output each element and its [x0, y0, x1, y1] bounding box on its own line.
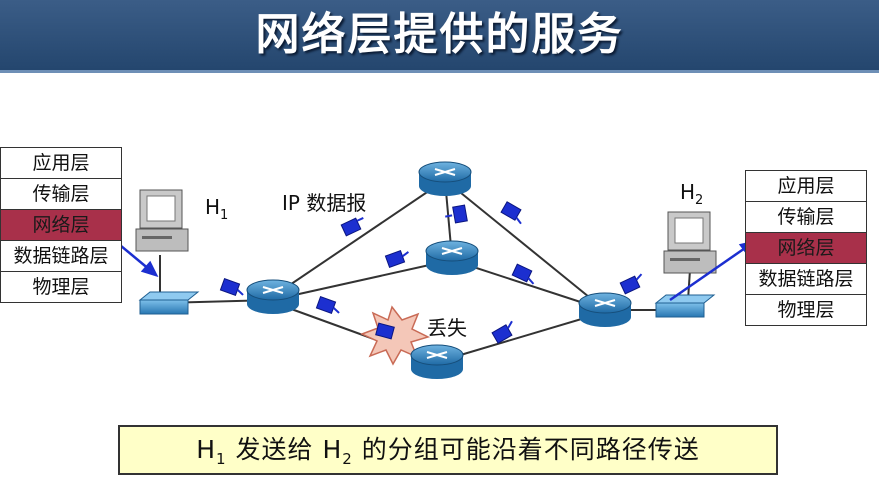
host-h2-label: H2: [680, 180, 703, 208]
protocol-stack-right: 应用层 传输层 网络层 数据链路层 物理层: [745, 170, 867, 326]
packet-icon: [315, 295, 340, 315]
packets: [219, 201, 643, 344]
title-bar: [0, 0, 879, 73]
stack-layer-transport: 传输层: [746, 202, 866, 233]
router-right: [578, 292, 632, 327]
caption-part: H: [196, 435, 217, 464]
host-h2-subscript: 2: [695, 193, 704, 208]
packet-icon: [619, 273, 643, 295]
caption-subscript: 2: [342, 450, 353, 468]
packet-icon: [491, 320, 513, 344]
stack-layer-transport: 传输层: [1, 179, 121, 210]
caption-subscript: 1: [216, 450, 227, 468]
computer-h1-icon: [135, 189, 189, 252]
router-bottom: [410, 344, 464, 379]
computer-h2-icon: [663, 211, 717, 274]
explosion-icon: [360, 305, 431, 366]
caption-part: 发送给 H: [226, 435, 343, 464]
stack-layer-datalink: 数据链路层: [1, 241, 121, 272]
packet-icon: [445, 204, 468, 224]
host-h1-subscript: 1: [220, 208, 229, 223]
ip-datagram-label: IP 数据报: [282, 191, 367, 215]
host-h1-letter: H: [205, 195, 221, 219]
stack-layer-application: 应用层: [1, 148, 121, 179]
packet-icon: [511, 263, 535, 285]
packet-icon: [340, 217, 364, 237]
router-middle: [425, 240, 479, 275]
stack-layer-network: 网络层: [746, 233, 866, 264]
host-h2-letter: H: [680, 180, 696, 204]
stack-layer-physical: 物理层: [32, 276, 90, 298]
router-left: [246, 279, 300, 314]
packet-icon: [219, 277, 244, 297]
arrows: [96, 225, 757, 302]
packet-icon: [375, 322, 395, 340]
caption-part: 的分组可能沿着不同路径传送: [352, 435, 700, 464]
caption-box: H1 发送给 H2 的分组可能沿着不同路径传送: [118, 425, 778, 475]
router-top: [418, 161, 472, 196]
switch-right: [654, 294, 716, 318]
stack-layer-physical: 物理层: [777, 299, 835, 321]
lost-label: 丢失: [427, 316, 467, 340]
caption-text: H1 发送给 H2 的分组可能沿着不同路径传送: [120, 427, 776, 473]
packet-icon: [500, 201, 522, 225]
page-title: 网络层提供的服务: [255, 9, 624, 60]
stack-layer-datalink: 数据链路层: [746, 264, 866, 295]
switch-left: [138, 291, 200, 315]
stack-layer-network: 网络层: [1, 210, 121, 241]
packet-icon: [384, 249, 409, 269]
stack-layer-application: 应用层: [746, 171, 866, 202]
host-h1-label: H1: [205, 195, 228, 223]
protocol-stack-left: 应用层 传输层 网络层 数据链路层 物理层: [0, 147, 122, 303]
